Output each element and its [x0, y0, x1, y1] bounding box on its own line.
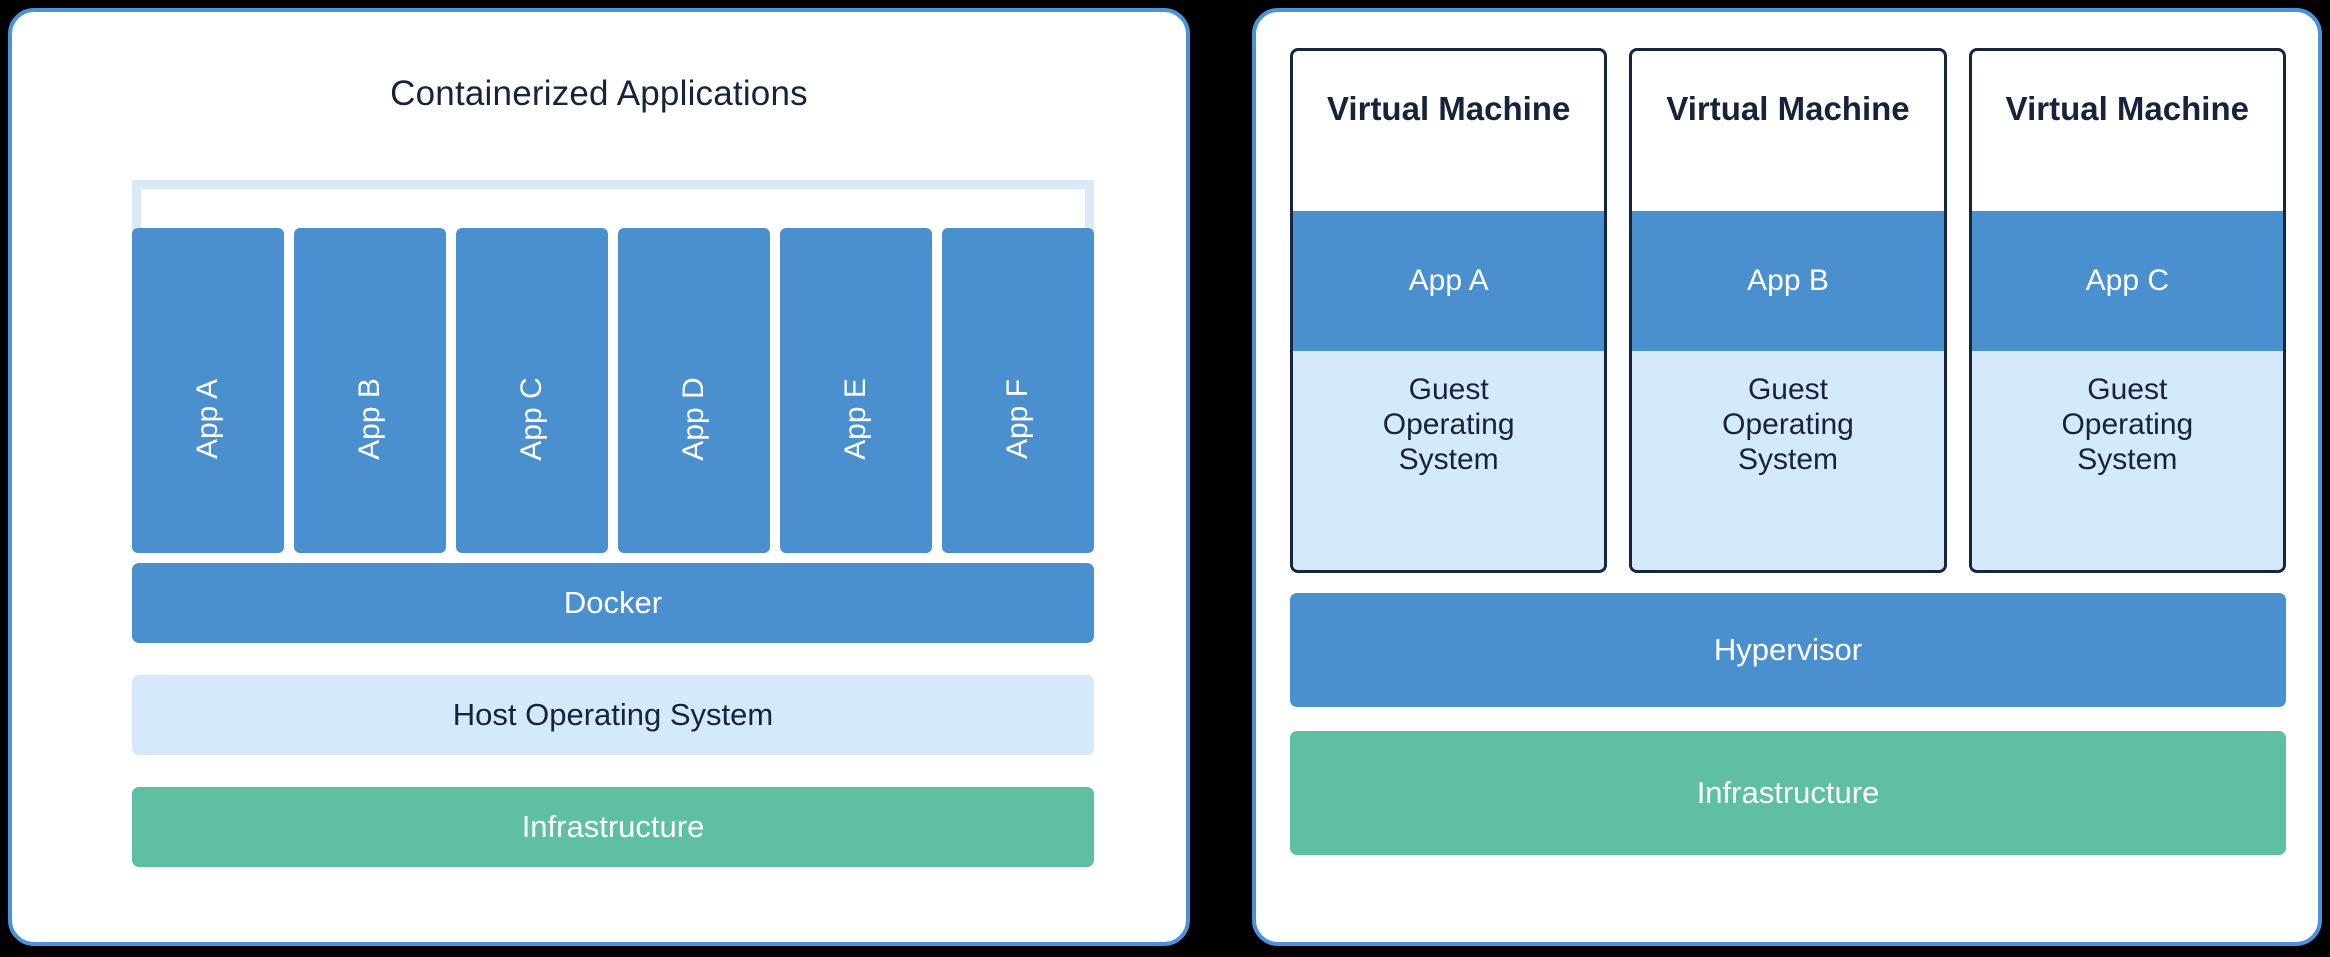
container-app-label: App B — [353, 377, 386, 460]
container-app-label: App A — [191, 378, 224, 459]
vm-title: Virtual Machine — [2005, 90, 2249, 127]
infrastructure-layer-containers: Infrastructure — [132, 787, 1094, 867]
container-app-box[interactable]: App D — [618, 228, 770, 553]
vm-guest-os-label: Guest Operating System — [1293, 351, 1605, 570]
container-app-box[interactable]: App A — [132, 228, 284, 553]
container-app-box[interactable]: App C — [456, 228, 608, 553]
container-app-box[interactable]: App F — [942, 228, 1094, 553]
container-app-box[interactable]: App B — [294, 228, 446, 553]
vm-app-label: App C — [1971, 211, 2283, 351]
container-app-row: App A App B App C App D App E App F — [132, 228, 1094, 553]
vm-row: Virtual Machine App A Guest Operating Sy… — [1290, 48, 2286, 573]
page-title: Containerized Applications — [390, 74, 808, 113]
vm-guest-os-label: Guest Operating System — [1632, 351, 1944, 570]
container-bracket — [132, 180, 1094, 238]
hypervisor-layer: Hypervisor — [1290, 593, 2286, 707]
container-app-label: App F — [1001, 378, 1034, 459]
container-app-label: App C — [515, 376, 548, 461]
vm-app-label: App A — [1293, 211, 1605, 351]
container-app-box[interactable]: App E — [780, 228, 932, 553]
infrastructure-layer-vms: Infrastructure — [1290, 731, 2286, 855]
vm-app-label: App B — [1632, 211, 1944, 351]
vm-box[interactable]: Virtual Machine App A Guest Operating Sy… — [1290, 48, 1608, 573]
containers-panel: Containerized Applications App A App B A… — [8, 8, 1190, 946]
container-app-label: App D — [677, 376, 710, 461]
vm-title: Virtual Machine — [1327, 90, 1571, 127]
vm-guest-os-label: Guest Operating System — [1971, 351, 2283, 570]
container-app-label: App E — [839, 377, 872, 460]
docker-layer: Docker — [132, 563, 1094, 643]
vm-title: Virtual Machine — [1666, 90, 1910, 127]
vm-box[interactable]: Virtual Machine App C Guest Operating Sy… — [1968, 48, 2286, 573]
vm-box[interactable]: Virtual Machine App B Guest Operating Sy… — [1629, 48, 1947, 573]
host-operating-system-layer: Host Operating System — [132, 675, 1094, 755]
